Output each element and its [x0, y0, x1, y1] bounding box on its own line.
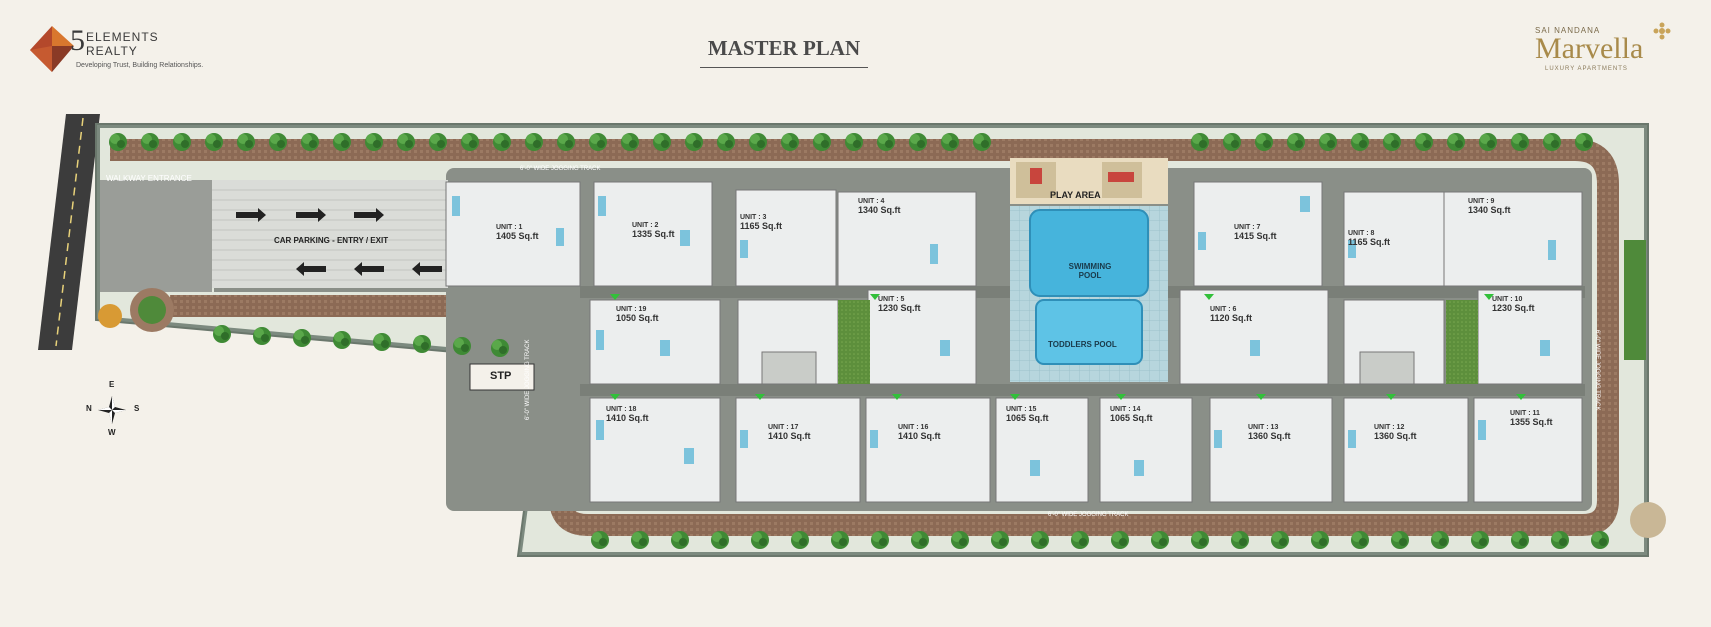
play-area-label: PLAY AREA: [1050, 190, 1101, 200]
unit-label: UNIT : 12: [1374, 424, 1405, 431]
stp: [469, 363, 535, 391]
unit-card[interactable]: UNIT : 11 1355 Sq.ft: [1510, 410, 1570, 427]
unit-card[interactable]: UNIT : 10 1230 Sq.ft: [1492, 296, 1552, 313]
jogging-track-right-label: 6'-0" WIDE JOGGING TRACK: [1594, 330, 1600, 411]
unit-area: 1410 Sq.ft: [898, 431, 941, 441]
swimming-pool-label: SWIMMING POOL: [1068, 262, 1112, 280]
project-suffix: LUXURY APARTMENTS: [1545, 66, 1628, 72]
unit-label: UNIT : 9: [1468, 198, 1495, 205]
unit-card[interactable]: UNIT : 13 1360 Sq.ft: [1248, 424, 1308, 441]
unit-area: 1410 Sq.ft: [768, 431, 811, 441]
unit-label: UNIT : 8: [1348, 230, 1375, 237]
unit-card[interactable]: UNIT : 18 1410 Sq.ft: [606, 406, 666, 423]
unit-label: UNIT : 14: [1110, 406, 1141, 413]
unit-card[interactable]: UNIT : 1 1405 Sq.ft: [496, 224, 556, 241]
unit-label: UNIT : 11: [1510, 410, 1540, 417]
stp-label: STP: [490, 370, 512, 382]
unit-card[interactable]: UNIT : 17 1410 Sq.ft: [768, 424, 828, 441]
unit-area: 1410 Sq.ft: [606, 413, 649, 423]
unit-area: 1340 Sq.ft: [858, 205, 901, 215]
page-title-text: MASTER PLAN: [707, 36, 861, 60]
page-title: MASTER PLAN: [700, 36, 868, 68]
unit-label: UNIT : 6: [1210, 306, 1237, 313]
compass-w: W: [108, 428, 116, 437]
brand-number: 5: [70, 24, 85, 57]
unit-label: UNIT : 5: [878, 296, 905, 303]
unit-area: 1065 Sq.ft: [1006, 413, 1049, 423]
unit-label: UNIT : 19: [616, 306, 647, 313]
car-parking-label: CAR PARKING - ENTRY / EXIT: [274, 236, 389, 245]
unit-card[interactable]: UNIT : 3 1165 Sq.ft: [740, 214, 800, 231]
unit-card[interactable]: UNIT : 7 1415 Sq.ft: [1234, 224, 1294, 241]
unit-blocks: [445, 181, 1583, 503]
unit-area: 1065 Sq.ft: [1110, 413, 1153, 423]
unit-label: UNIT : 1: [496, 224, 523, 231]
unit-label: UNIT : 7: [1234, 224, 1261, 231]
unit-card[interactable]: UNIT : 16 1410 Sq.ft: [898, 424, 958, 441]
unit-area: 1230 Sq.ft: [1492, 303, 1535, 313]
unit-label: UNIT : 3: [740, 214, 767, 221]
unit-card[interactable]: UNIT : 6 1120 Sq.ft: [1210, 306, 1270, 323]
swimming-pool: [1029, 209, 1149, 297]
compass-e: E: [109, 380, 115, 389]
walkway-entrance-label: WALKWAY ENTRANCE: [106, 174, 192, 183]
unit-label: UNIT : 4: [858, 198, 885, 205]
jogging-track-left-label: 6'-0" WIDE JOGGING TRACK: [525, 339, 531, 420]
unit-area: 1415 Sq.ft: [1234, 231, 1277, 241]
compass-s: S: [134, 404, 140, 413]
brand-line2: REALTY: [86, 44, 138, 58]
flower-icon: [1653, 22, 1671, 40]
unit-area: 1230 Sq.ft: [878, 303, 921, 313]
unit-area: 1165 Sq.ft: [740, 221, 783, 231]
unit-card[interactable]: UNIT : 5 1230 Sq.ft: [878, 296, 938, 313]
developer-logo-icon: [30, 26, 74, 72]
brand-tagline: Developing Trust, Building Relationships…: [76, 62, 204, 69]
jogging-track-top-label: 6'-0" WIDE JOGGING TRACK: [520, 166, 601, 172]
unit-area: 1360 Sq.ft: [1374, 431, 1417, 441]
car-parking: [212, 180, 448, 288]
project-prefix: SAI NANDANA: [1535, 26, 1601, 35]
unit-label: UNIT : 10: [1492, 296, 1523, 303]
unit-card[interactable]: UNIT : 12 1360 Sq.ft: [1374, 424, 1434, 441]
brand-line1: ELEMENTS: [86, 30, 159, 44]
unit-card[interactable]: UNIT : 4 1340 Sq.ft: [858, 198, 918, 215]
unit-card[interactable]: UNIT : 19 1050 Sq.ft: [616, 306, 676, 323]
unit-label: UNIT : 17: [768, 424, 799, 431]
unit-card[interactable]: UNIT : 8 1165 Sq.ft: [1348, 230, 1408, 247]
unit-label: UNIT : 18: [606, 406, 637, 413]
unit-area: 1050 Sq.ft: [616, 313, 659, 323]
unit-area: 1360 Sq.ft: [1248, 431, 1291, 441]
toddlers-pool-label: TODDLERS POOL: [1048, 340, 1117, 349]
unit-card[interactable]: UNIT : 9 1340 Sq.ft: [1468, 198, 1528, 215]
project-name: Marvella: [1535, 32, 1644, 65]
developer-logo: 5 ELEMENTS REALTY Developing Trust, Buil…: [24, 24, 203, 74]
unit-area: 1405 Sq.ft: [496, 231, 539, 241]
toddlers-pool: [1035, 299, 1143, 365]
unit-area: 1120 Sq.ft: [1210, 313, 1253, 323]
project-logo: SAI NANDANA Marvella LUXURY APARTMENTS: [1535, 22, 1685, 74]
unit-card[interactable]: UNIT : 15 1065 Sq.ft: [1006, 406, 1066, 423]
title-underline: [700, 67, 868, 68]
unit-area: 1355 Sq.ft: [1510, 417, 1553, 427]
unit-label: UNIT : 15: [1006, 406, 1037, 413]
unit-card[interactable]: UNIT : 2 1335 Sq.ft: [632, 222, 692, 239]
unit-label: UNIT : 13: [1248, 424, 1279, 431]
unit-label: UNIT : 2: [632, 222, 659, 229]
compass-n: N: [86, 404, 92, 413]
unit-area: 1335 Sq.ft: [632, 229, 675, 239]
unit-area: 1165 Sq.ft: [1348, 237, 1391, 247]
unit-label: UNIT : 16: [898, 424, 929, 431]
jogging-track-bottom-label: 6'-0" WIDE JOGGING TRACK: [1048, 512, 1129, 518]
unit-area: 1340 Sq.ft: [1468, 205, 1511, 215]
unit-card[interactable]: UNIT : 14 1065 Sq.ft: [1110, 406, 1170, 423]
compass-icon: [98, 396, 126, 424]
